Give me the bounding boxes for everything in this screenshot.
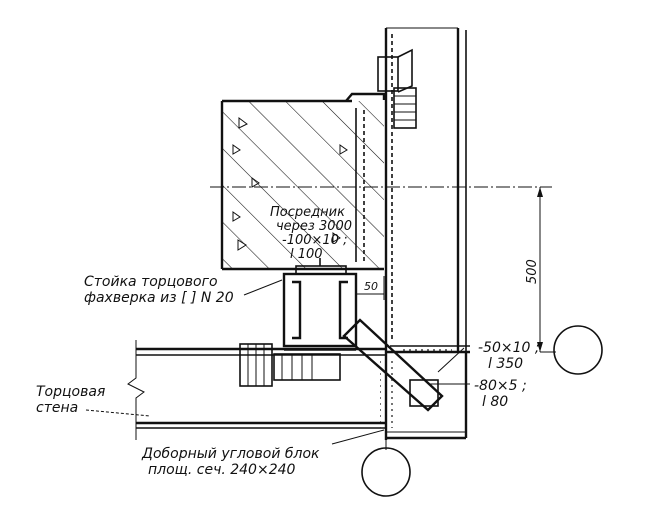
spacer-label-2: через 3000 (276, 219, 352, 234)
endwall-label-2: стена (36, 400, 78, 416)
dimension-500: 500 (525, 187, 543, 352)
plate2-label-2: l 80 (482, 394, 508, 410)
dim-500-text: 500 (525, 259, 540, 284)
diagonal-brace (342, 318, 444, 412)
post-label-1: Стойка торцового (84, 274, 218, 290)
post-label-2: фахверка из [ ] N 20 (84, 290, 234, 306)
corner-label-1: Доборный угловой блок (141, 446, 320, 462)
spacer-label-4: l 100 (290, 247, 323, 262)
corner-label-2: площ. сеч. 240×240 (148, 462, 296, 478)
corner-block (380, 345, 470, 440)
spacer-label-1: Посредник (270, 205, 345, 220)
concrete-wall-panel (220, 99, 384, 271)
end-wall (127, 340, 386, 440)
main-column (345, 27, 467, 440)
endwall-leader (85, 409, 151, 417)
dimension-50: 50 (355, 276, 385, 300)
dim-50-text: 50 (364, 280, 378, 293)
plate2-label-1: -80×5 ; (474, 378, 527, 394)
endwall-label-1: Торцовая (36, 384, 105, 400)
plate1-label-1: -50×10 ; (478, 340, 540, 356)
post-leader (243, 279, 283, 296)
axis-circle-right (553, 325, 603, 375)
spacer-label-3: -100×10 ; (282, 233, 347, 248)
plate1-leader (437, 347, 465, 373)
axis-circle-bottom (361, 447, 411, 497)
plate1-label-2: l 350 (488, 356, 523, 372)
grid-axis-markers (361, 325, 603, 497)
corner-leader (331, 429, 385, 445)
